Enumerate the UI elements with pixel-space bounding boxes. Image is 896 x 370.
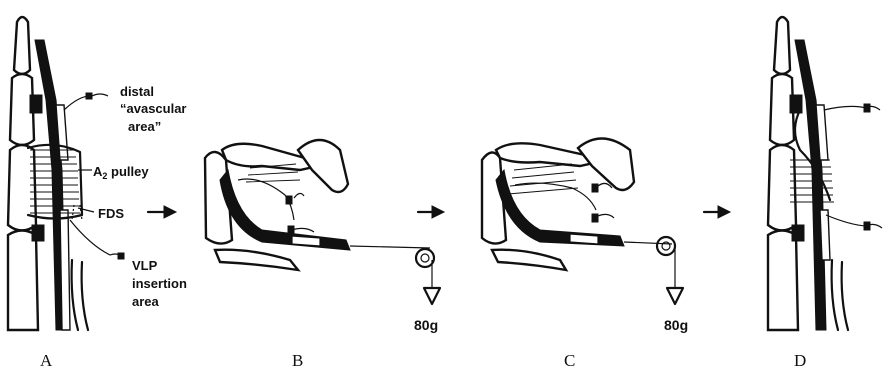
label-insertion: insertion — [132, 276, 187, 291]
panel-d-finger — [768, 17, 882, 330]
panel-label-b: B — [292, 351, 303, 370]
panel-label-d: D — [794, 351, 806, 370]
weight-c: 80g — [664, 317, 688, 333]
weight-b: 80g — [414, 317, 438, 333]
label-distal: distal — [120, 84, 154, 99]
label-vlp: VLP — [132, 258, 158, 273]
label-fds: FDS — [98, 206, 124, 221]
arrow-a-to-b — [148, 206, 176, 218]
panel-label-c: C — [564, 351, 575, 370]
panel-label-a: A — [40, 351, 53, 370]
label-area-close: area” — [128, 119, 161, 134]
label-a2-pulley: A2 pulley — [93, 164, 149, 181]
panel-b-flexed-finger — [205, 140, 440, 304]
arrow-b-to-c — [418, 206, 444, 218]
arrow-c-to-d — [704, 206, 730, 218]
label-area: area — [132, 294, 160, 309]
label-avascular: “avascular — [120, 101, 187, 116]
panel-c-flexed-finger — [482, 138, 683, 304]
